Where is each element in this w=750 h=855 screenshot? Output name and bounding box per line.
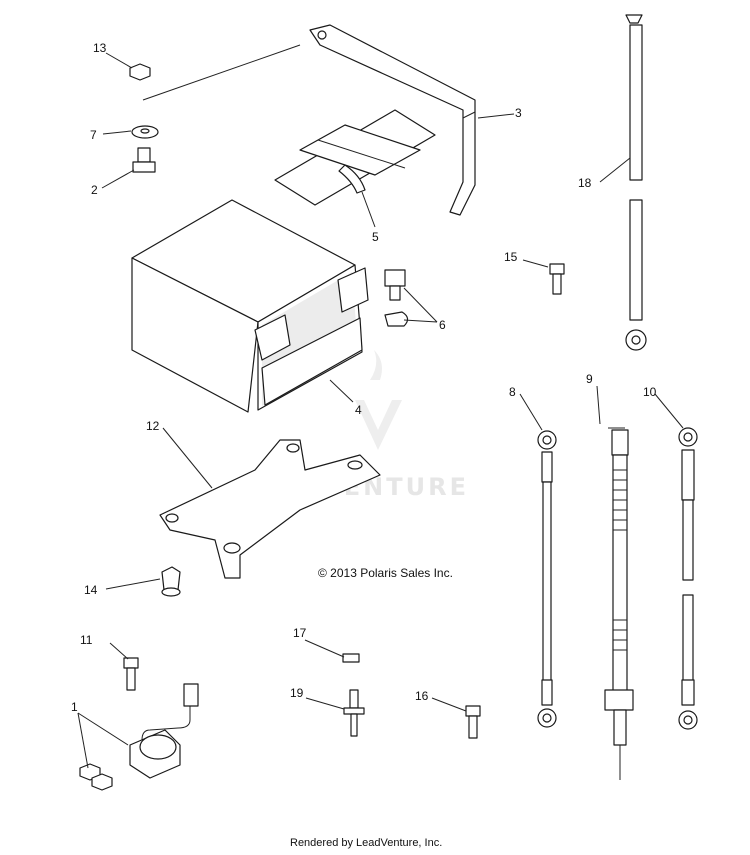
callout-3: 3 (515, 106, 522, 120)
part-9-cable (604, 427, 634, 780)
part-18-rod (625, 14, 647, 351)
part-1-solenoid (79, 683, 199, 791)
fasteners-lower (123, 653, 481, 739)
callout-7: 7 (90, 128, 97, 142)
callout-16: 16 (415, 689, 429, 703)
footer-credit: Rendered by LeadVenture, Inc. (290, 837, 442, 849)
part-15-bolt (549, 263, 565, 295)
callout-labels: 13 7 2 3 5 6 4 18 15 8 9 10 12 14 11 17 … (71, 41, 657, 714)
callout-1: 1 (71, 700, 78, 714)
callout-8: 8 (509, 385, 516, 399)
callout-9: 9 (586, 372, 593, 386)
part-4-battery (131, 199, 369, 413)
callout-2: 2 (91, 183, 98, 197)
part-14-clip (161, 566, 181, 597)
part-10-cable (678, 427, 698, 730)
part-5-strap (274, 109, 436, 206)
callout-5: 5 (372, 230, 379, 244)
callout-15: 15 (504, 250, 518, 264)
callout-14: 14 (84, 583, 98, 597)
small-hardware-left (129, 63, 159, 173)
callout-17: 17 (293, 626, 307, 640)
callout-6: 6 (439, 318, 446, 332)
callout-19: 19 (290, 686, 304, 700)
callout-10: 10 (643, 385, 657, 399)
callout-12: 12 (146, 419, 160, 433)
callout-11: 11 (80, 633, 93, 647)
part-3-bracket (309, 24, 476, 216)
copyright-notice: © 2013 Polaris Sales Inc. (318, 566, 453, 580)
part-12-tray (159, 439, 381, 579)
part-6-terminal-hardware (384, 269, 409, 327)
part-8-cable (537, 430, 557, 728)
callout-13: 13 (93, 41, 107, 55)
callout-18: 18 (578, 176, 592, 190)
callout-4: 4 (355, 403, 362, 417)
leader-lines (77, 44, 684, 769)
